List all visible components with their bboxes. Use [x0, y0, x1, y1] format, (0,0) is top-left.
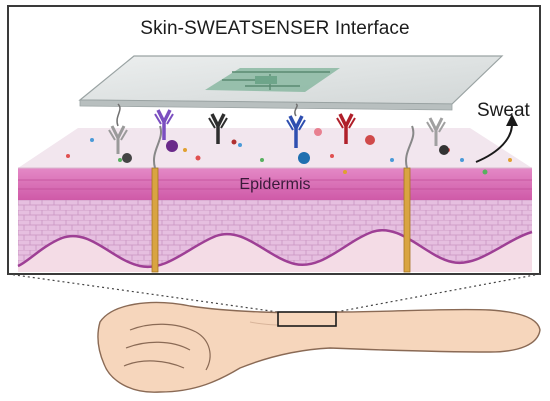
antibody-purple	[154, 109, 178, 152]
zoom-line-left	[7, 273, 279, 313]
epidermis-band	[18, 168, 532, 200]
sweat-molecules	[66, 128, 512, 175]
antibody-red	[336, 113, 375, 145]
skin-surface	[18, 128, 532, 168]
zoom-line-right	[335, 273, 541, 313]
sweat-arrow	[475, 123, 513, 163]
antibody-grey-1	[108, 125, 132, 163]
basal-membrane	[17, 228, 533, 269]
antibody-grey-2	[426, 117, 449, 155]
cell-layer	[18, 198, 532, 267]
sweat-label: Sweat	[477, 100, 530, 121]
epidermis-label: Epidermis	[239, 176, 311, 193]
antibody-black	[208, 113, 237, 145]
sensor-chip	[205, 68, 340, 92]
antibody-blue	[286, 115, 310, 164]
sensor-location-box	[277, 311, 337, 327]
sweat-arrow-head	[506, 114, 518, 126]
figure-title: Skin-SWEATSENSER Interface	[140, 18, 410, 39]
